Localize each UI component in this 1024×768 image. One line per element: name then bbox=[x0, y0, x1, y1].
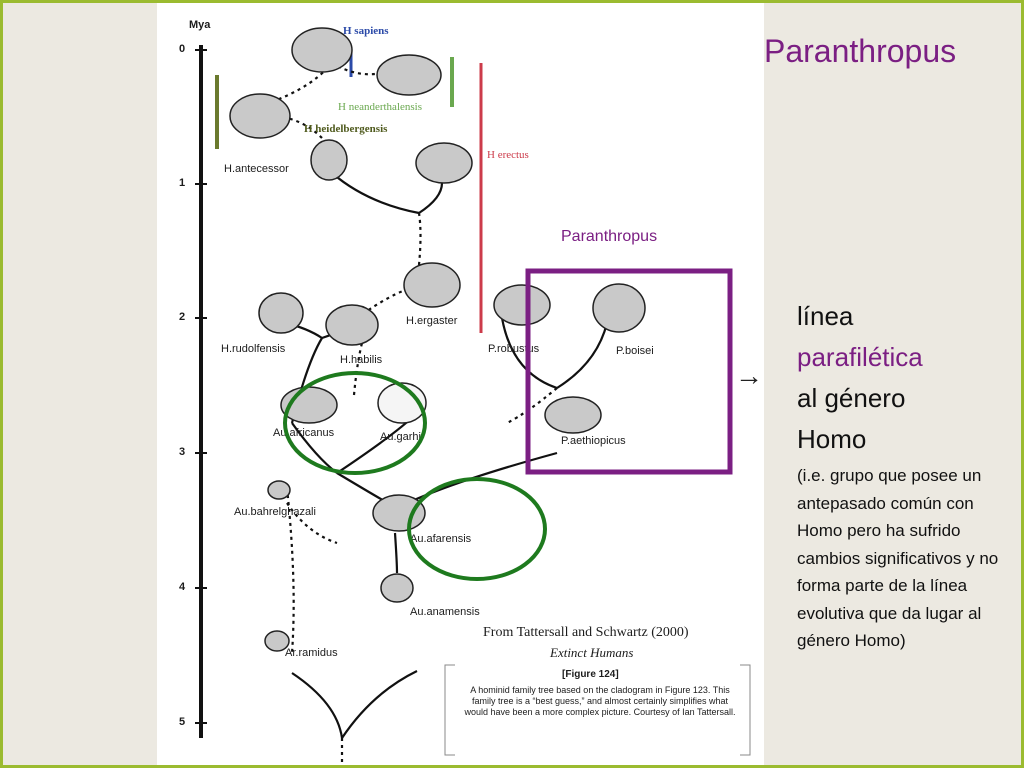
label-h-heidelbergensis: H heidelbergensis bbox=[304, 123, 388, 135]
label-au-bahrelghazali: Au.bahrelghazali bbox=[234, 506, 316, 518]
axis-tick-label: 0 bbox=[179, 43, 186, 55]
label-h-neanderthalensis: H neanderthalensis bbox=[338, 101, 422, 113]
side-explanation: línea parafilética al género Homo (i.e. … bbox=[797, 296, 1017, 655]
label-p-boisei: P.boisei bbox=[616, 345, 654, 357]
skull-illustrations bbox=[229, 27, 646, 652]
label-h-antecessor: H.antecessor bbox=[224, 163, 289, 175]
axis-tick-label: 4 bbox=[179, 581, 186, 593]
phylogeny-tree-graphic bbox=[195, 27, 751, 765]
label-au-afarensis: Au.afarensis bbox=[410, 533, 472, 545]
label-p-aethiopicus: P.aethiopicus bbox=[561, 435, 626, 447]
axis-tick-label: 5 bbox=[179, 716, 186, 728]
axis-tick-label: 1 bbox=[179, 177, 186, 189]
label-h-rudolfensis: H.rudolfensis bbox=[221, 343, 286, 355]
text-line-3: al género bbox=[797, 383, 906, 413]
axis-tick-label: 2 bbox=[179, 311, 186, 323]
caption-bracket-right bbox=[740, 664, 751, 756]
label-h-sapiens: H sapiens bbox=[343, 25, 389, 37]
label-h-ergaster: H.ergaster bbox=[406, 315, 458, 327]
explanation-note: (i.e. grupo que posee un antepasado comú… bbox=[797, 466, 999, 650]
text-line-2: parafilética bbox=[797, 342, 923, 372]
axis-tick-label: 3 bbox=[179, 446, 186, 458]
phylogeny-figure: Mya 0 1 2 3 4 5 H sapiens H neanderthale… bbox=[157, 3, 764, 765]
label-ar-ramidus: Ar.ramidus bbox=[285, 647, 338, 659]
source-line: From Tattersall and Schwartz (2000) bbox=[483, 625, 689, 640]
text-line-4: Homo bbox=[797, 424, 867, 454]
label-au-anamensis: Au.anamensis bbox=[410, 606, 480, 618]
label-h-erectus: H erectus bbox=[487, 149, 529, 161]
axis-title: Mya bbox=[189, 19, 211, 31]
slide-title: Paranthropus bbox=[764, 33, 957, 69]
label-p-robustus: P.robustus bbox=[488, 343, 540, 355]
source-book: Extinct Humans bbox=[550, 645, 634, 660]
label-h-habilis: H.habilis bbox=[340, 354, 383, 366]
figure-number: [Figure 124] bbox=[562, 669, 619, 680]
label-au-africanus: Au.africanus bbox=[273, 427, 335, 439]
label-au-garhi: Au.garhi bbox=[380, 431, 421, 443]
paranthropus-box-label: Paranthropus bbox=[561, 228, 658, 245]
figure-caption: A hominid family tree based on the clado… bbox=[464, 685, 736, 717]
arrow-right-icon: → bbox=[735, 360, 763, 391]
text-line-1: línea bbox=[797, 301, 854, 331]
caption-bracket-left bbox=[444, 664, 455, 756]
